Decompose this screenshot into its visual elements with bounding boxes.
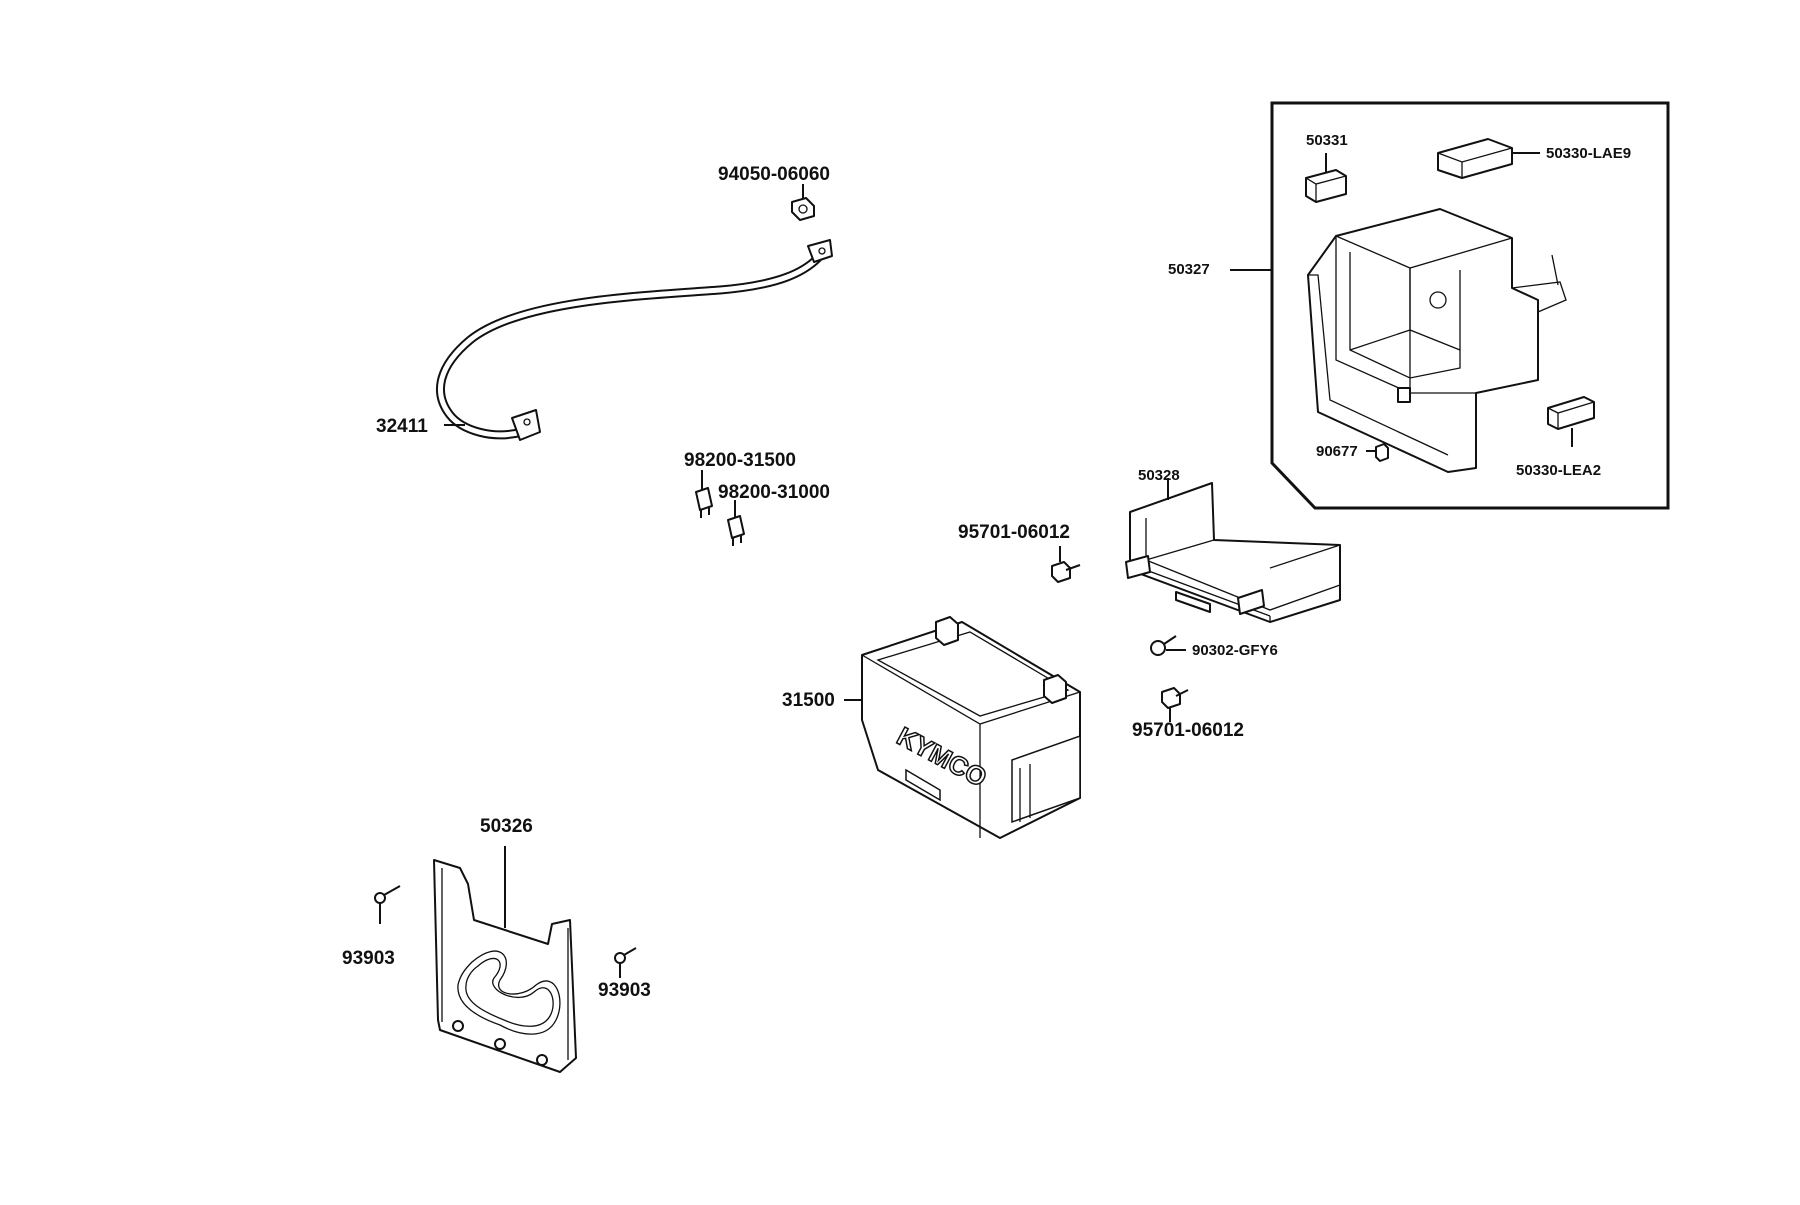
clip-90677 bbox=[1375, 443, 1389, 462]
label-95701-06012-lower: 95701-06012 bbox=[1132, 720, 1244, 741]
fuse-98200-31500 bbox=[695, 470, 713, 518]
label-95701-06012-upper: 95701-06012 bbox=[958, 522, 1070, 543]
label-94050-06060: 94050-06060 bbox=[718, 164, 830, 185]
label-50330-lea2: 50330-LEA2 bbox=[1516, 462, 1601, 479]
label-98200-31000: 98200-31000 bbox=[718, 482, 830, 503]
ground-cable-32411 bbox=[436, 239, 833, 441]
panel-50326 bbox=[433, 846, 577, 1073]
bolt-95701-06012-lower bbox=[1161, 687, 1189, 722]
screw-93903-right bbox=[614, 947, 637, 978]
label-90302-gfy6: 90302-GFY6 bbox=[1192, 642, 1278, 659]
screw-93903-left bbox=[374, 885, 401, 924]
battery-31500: KYMCO bbox=[844, 616, 1081, 839]
label-50326: 50326 bbox=[480, 816, 533, 837]
bolt-90302-gfy6 bbox=[1150, 635, 1186, 656]
label-93903-right: 93903 bbox=[598, 980, 651, 1001]
label-98200-31500: 98200-31500 bbox=[684, 450, 796, 471]
battery-tray-50328 bbox=[1125, 478, 1341, 623]
part-labels: 94050-06060 32411 98200-31500 98200-3100… bbox=[342, 132, 1631, 1001]
label-93903-left: 93903 bbox=[342, 948, 395, 969]
label-50330-lae9: 50330-LAE9 bbox=[1546, 145, 1631, 162]
label-50331: 50331 bbox=[1306, 132, 1348, 149]
nut-94050-06060 bbox=[791, 184, 815, 221]
label-32411: 32411 bbox=[376, 416, 428, 437]
inset-frame bbox=[1270, 101, 1670, 510]
pad-50331 bbox=[1305, 169, 1347, 203]
label-31500: 31500 bbox=[782, 690, 835, 711]
inset-leaders bbox=[1230, 152, 1573, 452]
battery-box-50327 bbox=[1307, 208, 1567, 473]
label-50327: 50327 bbox=[1168, 261, 1210, 278]
label-90677: 90677 bbox=[1316, 443, 1358, 460]
fuse-98200-31000 bbox=[727, 500, 745, 546]
pad-50330-lae9 bbox=[1437, 138, 1513, 179]
label-50328: 50328 bbox=[1138, 467, 1180, 484]
bolt-95701-06012-upper bbox=[1051, 546, 1081, 583]
pad-50330-lea2 bbox=[1547, 396, 1595, 430]
